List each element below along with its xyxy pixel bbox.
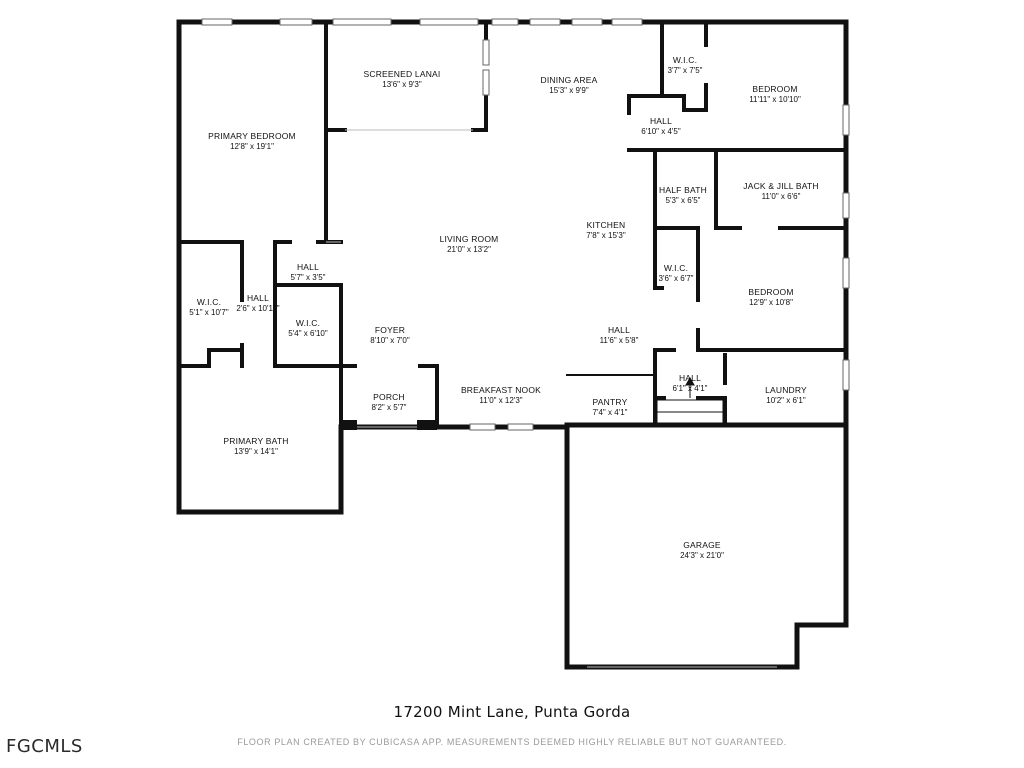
room-label-primary-bedroom: PRIMARY BEDROOM: [208, 131, 296, 141]
room-dim-wic-mid: 5'4" x 6'10": [288, 329, 328, 338]
room-label-dining-area: DINING AREA: [541, 75, 598, 85]
door-openings: [326, 129, 777, 668]
room-label-wic-mid: W.I.C.: [296, 318, 320, 328]
disclaimer-text: FLOOR PLAN CREATED BY CUBICASA APP. MEAS…: [237, 737, 787, 747]
room-dim-hall-laundry: 6'1" x 4'1": [673, 384, 708, 393]
room-dim-half-bath: 5'3" x 6'5": [666, 196, 701, 205]
room-dim-jack-jill-bath: 11'0" x 6'6": [762, 192, 801, 201]
room-dim-primary-bedroom: 12'8" x 19'1": [230, 142, 274, 151]
room-label-bedroom-top: BEDROOM: [752, 84, 797, 94]
room-dim-bedroom-mid: 12'9" x 10'8": [749, 298, 793, 307]
room-dim-hall-left: 2'6" x 10'11": [236, 304, 279, 313]
room-label-living-room: LIVING ROOM: [440, 234, 499, 244]
room-label-hall-left: HALL: [247, 293, 269, 303]
room-dim-living-room: 21'0" x 13'2": [447, 245, 491, 254]
room-dim-bedroom-top: 11'11" x 10'10": [749, 95, 801, 104]
room-dim-kitchen: 7'8" x 15'3": [586, 231, 626, 240]
room-label-screened-lanai: SCREENED LANAI: [364, 69, 441, 79]
room-label-garage: GARAGE: [683, 540, 721, 550]
room-dim-primary-bath: 13'9" x 14'1": [234, 447, 278, 456]
room-dim-wic-primary: 5'1" x 10'7": [189, 308, 229, 317]
room-label-bedroom-mid: BEDROOM: [748, 287, 793, 297]
room-dim-hall-small: 5'7" x 3'5": [291, 273, 326, 282]
room-dim-pantry: 7'4" x 4'1": [593, 408, 628, 417]
room-dim-foyer: 8'10" x 7'0": [370, 336, 410, 345]
room-label-wic-primary: W.I.C.: [197, 297, 221, 307]
room-dim-wic-top: 3'7" x 7'5": [668, 66, 703, 75]
room-label-wic-bedroom: W.I.C.: [664, 263, 688, 273]
room-dim-wic-bedroom: 3'6" x 6'7": [659, 274, 694, 283]
porch-posts: [341, 420, 437, 430]
room-dim-screened-lanai: 13'6" x 9'3": [382, 80, 422, 89]
room-label-hall-laundry: HALL: [679, 373, 701, 383]
room-label-primary-bath: PRIMARY BATH: [223, 436, 288, 446]
entry-steps: [656, 376, 724, 426]
room-label-jack-jill-bath: JACK & JILL BATH: [743, 181, 818, 191]
room-label-breakfast-nook: BREAKFAST NOOK: [461, 385, 541, 395]
interior-walls: [177, 20, 848, 429]
room-dim-hall-top: 6'10" x 4'5": [641, 127, 681, 136]
room-dim-porch: 8'2" x 5'7": [372, 403, 407, 412]
windows: [201, 18, 850, 431]
room-label-laundry: LAUNDRY: [765, 385, 807, 395]
property-address: 17200 Mint Lane, Punta Gorda: [393, 703, 631, 721]
room-label-hall-top: HALL: [650, 116, 672, 126]
room-dim-dining-area: 15'3" x 9'9": [549, 86, 589, 95]
room-label-hall-kitchen: HALL: [608, 325, 630, 335]
room-dim-garage: 24'3" x 21'0": [680, 551, 724, 560]
exterior-walls: [176, 19, 849, 670]
room-dim-breakfast-nook: 11'0" x 12'3": [479, 396, 522, 405]
room-label-pantry: PANTRY: [593, 397, 628, 407]
room-label-porch: PORCH: [373, 392, 405, 402]
room-label-kitchen: KITCHEN: [587, 220, 626, 230]
room-label-half-bath: HALF BATH: [659, 185, 707, 195]
room-label-wic-top: W.I.C.: [673, 55, 697, 65]
room-label-foyer: FOYER: [375, 325, 405, 335]
mls-watermark: FGCMLS: [6, 736, 83, 757]
room-label-hall-small: HALL: [297, 262, 319, 272]
room-dim-hall-kitchen: 11'6" x 5'8": [600, 336, 639, 345]
room-dim-laundry: 10'2" x 6'1": [766, 396, 806, 405]
room-labels: SCREENED LANAI 13'6" x 9'3" DINING AREA …: [189, 55, 818, 560]
